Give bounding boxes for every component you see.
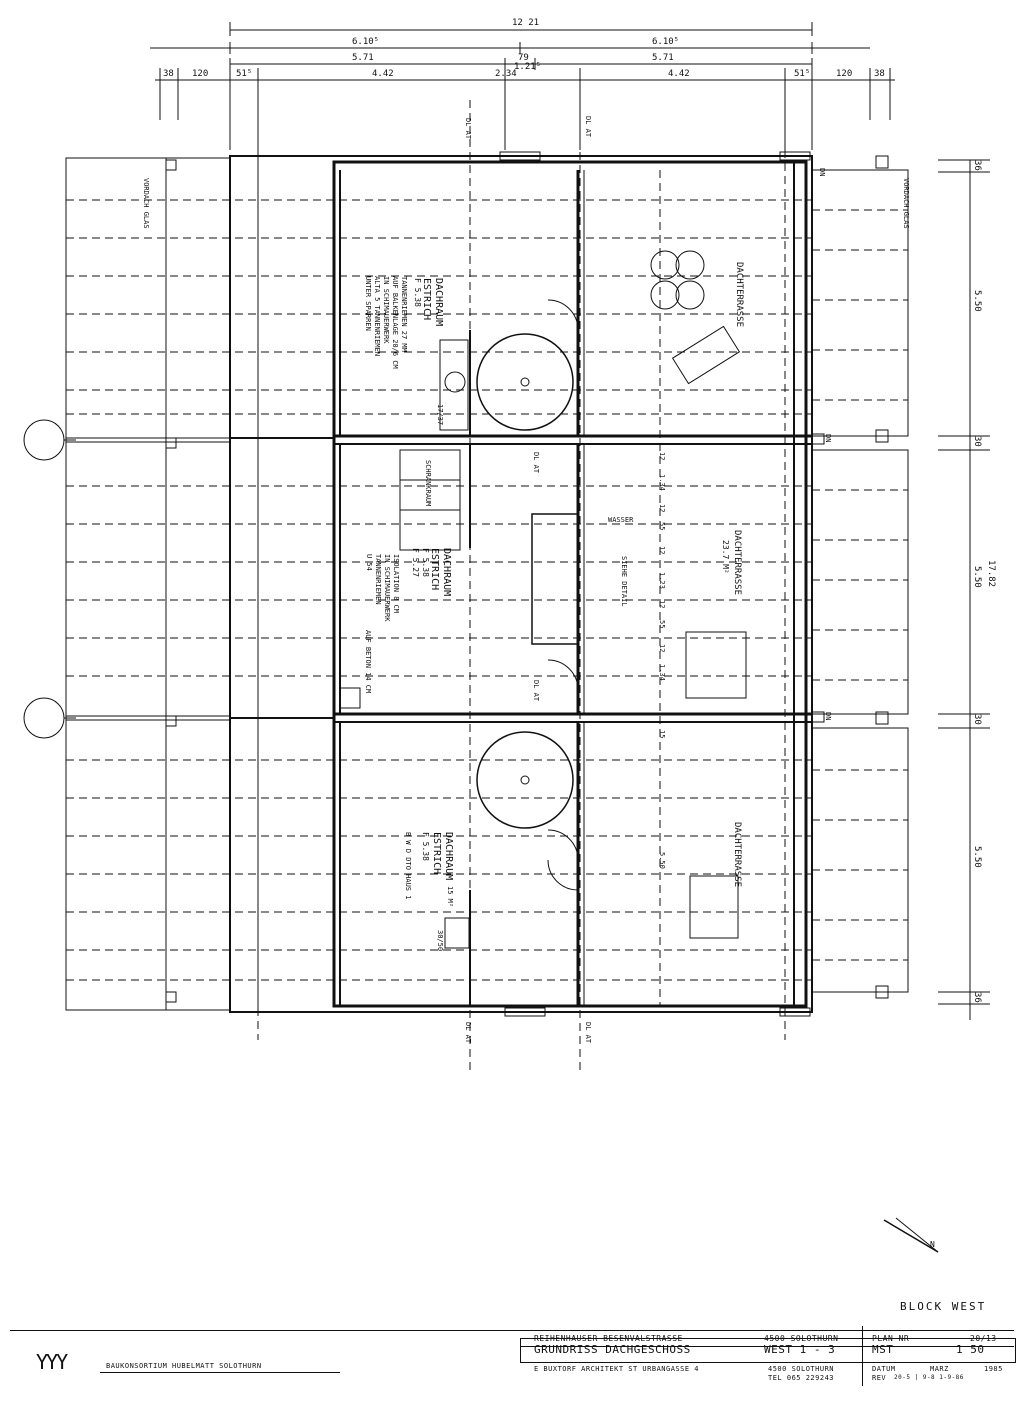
dim-515-left: 51⁵ [236, 69, 253, 79]
dim-442-left: 4.42 [372, 69, 394, 79]
dim-38-left: 38 [163, 69, 174, 79]
dim-mid-4: 55 [658, 522, 666, 531]
label-chimney-2: 30/50 [436, 930, 444, 952]
label-dl-6: DL AT [584, 1022, 592, 1044]
label-mid-note-4: U 54 [365, 554, 373, 571]
label-mid-note-5: AUF BETON 14 CM [364, 630, 372, 694]
label-top-estrich: ESTRICH [421, 278, 432, 321]
architect-name: E BUXTORF ARCHITEKT ST URBANGASSE 4 [534, 1365, 700, 1373]
dim-side-30-b: 30 [972, 714, 982, 725]
dim-side-550-b: 5.50 [972, 566, 982, 588]
floor-plan-drawing [23, 22, 990, 1253]
label-dl-4: DL AT [532, 680, 540, 702]
dim-side-550-a: 5.50 [972, 290, 982, 312]
label-chimney-1: 17/37 [436, 404, 444, 426]
label-bot-note: B W D DTO HAUS 1 [404, 832, 412, 900]
consortium-name: BAUKONSORTIUM HUBELMATT SOLOTHURN [106, 1362, 262, 1370]
dim-side-30-a: 30 [972, 436, 982, 447]
dim-center-a: 79 [518, 53, 529, 63]
consortium-logo: YYY [36, 1350, 68, 1374]
label-bot-estrich: ESTRICH [431, 832, 442, 875]
label-top-terrace: DACHTERRASSE [734, 262, 744, 328]
label-mid-note-3: TANNENRIEMEN [374, 554, 382, 605]
date-month: MARZ [930, 1365, 949, 1373]
label-mid-estrich: ESTRICH [429, 548, 440, 591]
label-top-note-4: ALTA 5 TANNENRIEMEN [373, 276, 381, 357]
label-mid-detail: SIEHE DETAIL [620, 556, 628, 607]
drawing-title: GRUNDRISS DACHGESCHOSS [534, 1343, 691, 1356]
rev-label: REV [872, 1374, 887, 1382]
drawing-block: WEST 1 - 3 [764, 1343, 836, 1356]
label-dn-2: DN [824, 712, 832, 721]
label-mid-storage: SCHRANKRAUM [424, 460, 432, 507]
dim-side-1782: 17.82 [986, 560, 996, 588]
label-dl-5: DL AT [464, 1022, 472, 1044]
dim-mid-10: 1.34 [658, 664, 666, 681]
dim-overall: 12 21 [512, 18, 540, 28]
label-mid-note-2: IN SCHIMAUERWERK [383, 554, 391, 622]
architect-city: 4500 SOLOTHURN [768, 1365, 835, 1373]
dim-mid-3: 12 [658, 504, 666, 513]
dim-mid-9: 12 [658, 644, 666, 653]
label-top-area: F 5.38 [413, 278, 422, 307]
scale-value: 1 50 [956, 1343, 985, 1356]
label-mid-terrace: DACHTERRASSE [732, 530, 742, 596]
label-dl-3: DL AT [532, 452, 540, 474]
architect-tel: TEL 065 229243 [768, 1374, 835, 1382]
dim-mid-7: 12 [658, 600, 666, 609]
label-glass-left: VORDACH GLAS [142, 178, 150, 229]
label-glass-right: VORDACH GLAS [902, 178, 910, 229]
scale-label: MST [872, 1343, 894, 1356]
date-label: DATUM [872, 1365, 896, 1373]
label-dn-3: DN [818, 168, 826, 177]
label-top-attic: DACHRAUM [433, 278, 444, 327]
label-bot-terrace: DACHTERRASSE [732, 822, 742, 888]
label-dn-1: DN [824, 434, 832, 443]
dim-mid-6: 1.23 [658, 572, 666, 589]
north-arrow-icon: N [930, 1240, 935, 1249]
rev-values: 20-5 | 9-8 1-9-86 [894, 1374, 964, 1381]
label-mid-terrace-area: 23.7 M² [721, 540, 730, 574]
dim-side-550-c: 5.50 [972, 846, 982, 868]
dim-span-left: 5.71 [352, 53, 374, 63]
label-bot-note-b: 15 M² [446, 886, 454, 908]
dim-mid-2: 1.34 [658, 474, 666, 491]
label-top-note-5: UNTER SPARREN [364, 276, 372, 331]
label-bot-attic: DACHRAUM [443, 832, 454, 881]
label-mid-area-b: F 5.27 [411, 548, 420, 577]
dim-442-right: 4.42 [668, 69, 690, 79]
title-block: YYY BAUKONSORTIUM HUBELMATT SOLOTHURN RE… [0, 1320, 1024, 1404]
dim-bot-550: 5.50 [658, 852, 666, 869]
dim-mid-1: 12 [658, 452, 666, 461]
date-year: 1985 [984, 1365, 1003, 1373]
label-mid-water: WASSER [608, 516, 634, 524]
dim-234: 2.34 [495, 69, 517, 79]
block-label: BLOCK WEST [900, 1300, 987, 1313]
dim-515-right: 51⁵ [794, 69, 811, 79]
label-mid-note-1: ISOLATION 8 CM [392, 554, 400, 614]
label-top-note-1: TANNENRIEMEN 27 MM [400, 276, 408, 352]
dim-120-left: 120 [192, 69, 209, 79]
dim-mid-11: 15 [658, 730, 666, 739]
dim-120-right: 120 [836, 69, 853, 79]
label-top-note-3: IN SCHIMAUERWERK [382, 276, 390, 344]
label-mid-area-a: F 5.38 [421, 548, 430, 577]
dim-side-36-bottom: 36 [972, 992, 982, 1003]
dim-mid-5: 12 [658, 546, 666, 555]
dim-span-right: 5.71 [652, 53, 674, 63]
dim-half-left: 6.10⁵ [352, 37, 380, 47]
label-mid-attic: DACHRAUM [441, 548, 452, 597]
label-dl-1: DL AT [464, 118, 472, 140]
dim-38-right: 38 [874, 69, 885, 79]
dim-half-right: 6.10⁵ [652, 37, 680, 47]
dim-center-b: 1.21⁵ [514, 62, 542, 72]
dim-side-36-top: 36 [972, 160, 982, 171]
dim-mid-8: 55 [658, 620, 666, 629]
label-top-note-2: AUF BALKENLAGE 20/6 CM [391, 276, 399, 369]
label-bot-area: F 5.38 [421, 832, 430, 861]
label-dl-2: DL AT [584, 116, 592, 138]
